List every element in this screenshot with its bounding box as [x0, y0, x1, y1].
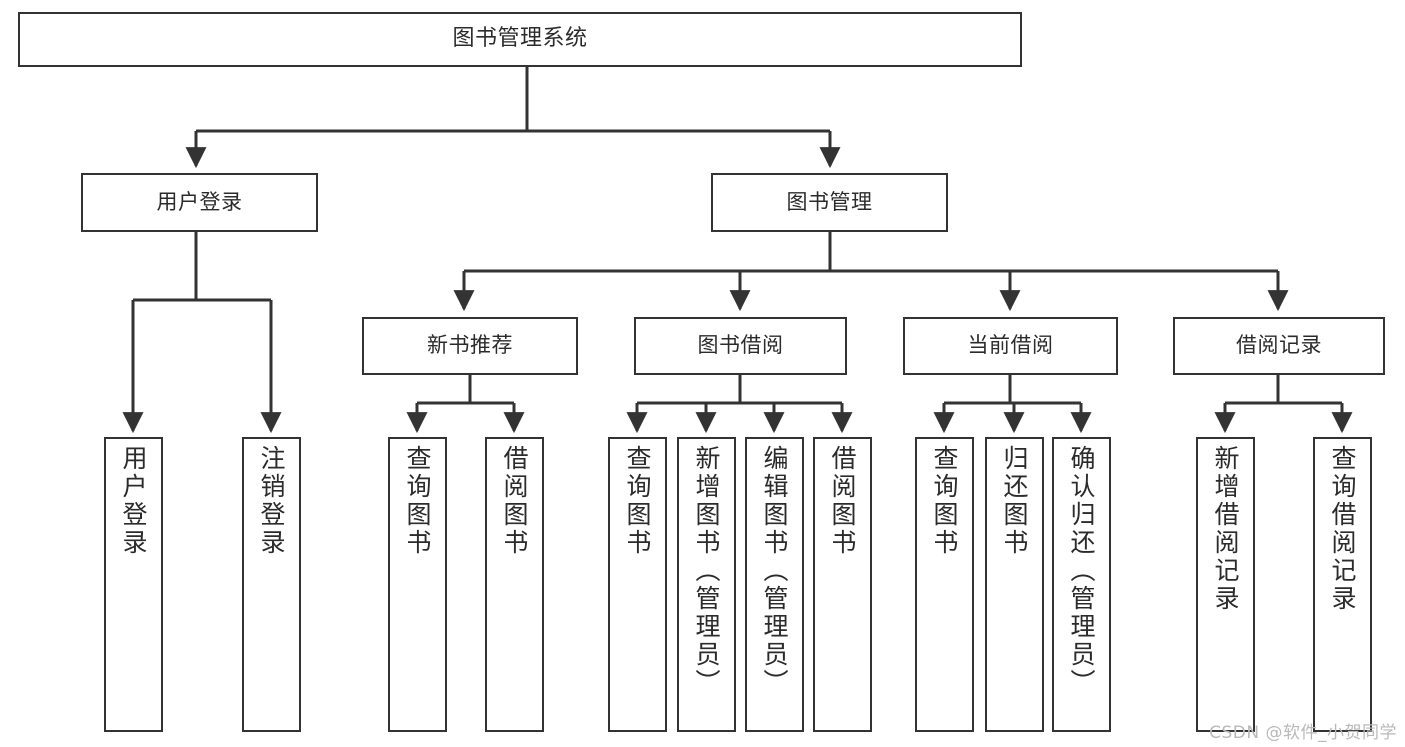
node-leaf-return-books[interactable]: 归还图书 — [985, 437, 1044, 732]
node-leaf-borrow-books-new[interactable]: 借阅图书 — [485, 437, 544, 732]
node-label: 查询图书 — [623, 445, 652, 557]
node-label: 归还图书 — [1000, 445, 1029, 557]
node-leaf-confirm-return-admin[interactable]: 确认归还（管理员） — [1052, 437, 1111, 732]
node-label: 查询借阅记录 — [1328, 445, 1357, 613]
node-new-book-recommendation[interactable]: 新书推荐 — [362, 317, 578, 375]
node-label: 借阅记录 — [1236, 333, 1322, 358]
node-leaf-add-book-admin[interactable]: 新增图书（管理员） — [677, 437, 736, 732]
node-label: 注销登录 — [257, 445, 286, 557]
node-leaf-borrow-books[interactable]: 借阅图书 — [813, 437, 872, 732]
node-leaf-edit-book-admin[interactable]: 编辑图书（管理员） — [745, 437, 804, 732]
node-leaf-user-login[interactable]: 用户登录 — [104, 437, 163, 732]
node-leaf-query-books-borrow[interactable]: 查询图书 — [608, 437, 667, 732]
node-root-book-management-system[interactable]: 图书管理系统 — [18, 12, 1022, 67]
node-label: 用户登录 — [119, 445, 148, 557]
node-label: 借阅图书 — [500, 445, 529, 557]
node-leaf-query-borrow-record[interactable]: 查询借阅记录 — [1313, 437, 1372, 732]
node-label: 图书管理 — [786, 189, 873, 214]
node-label: 编辑图书（管理员） — [760, 445, 789, 697]
node-leaf-add-borrow-record[interactable]: 新增借阅记录 — [1196, 437, 1255, 732]
node-label: 新书推荐 — [427, 333, 513, 358]
node-leaf-query-books-current[interactable]: 查询图书 — [915, 437, 974, 732]
node-label: 确认归还（管理员） — [1067, 445, 1096, 697]
node-borrowing-records[interactable]: 借阅记录 — [1173, 317, 1385, 375]
node-label: 借阅图书 — [828, 445, 857, 557]
node-current-borrowing[interactable]: 当前借阅 — [903, 317, 1118, 375]
node-label: 图书借阅 — [697, 333, 784, 358]
node-label: 查询图书 — [930, 445, 959, 557]
csdn-watermark: CSDN @软件_小贺同学 — [1209, 723, 1397, 743]
node-label: 用户登录 — [156, 189, 243, 214]
node-leaf-query-books-new[interactable]: 查询图书 — [388, 437, 447, 732]
node-label: 当前借阅 — [967, 333, 1054, 358]
node-leaf-logout[interactable]: 注销登录 — [242, 437, 301, 732]
node-book-management[interactable]: 图书管理 — [711, 173, 948, 232]
node-label: 新增图书（管理员） — [692, 445, 721, 697]
node-user-login[interactable]: 用户登录 — [81, 173, 318, 232]
node-label: 新增借阅记录 — [1211, 445, 1240, 613]
node-book-borrowing[interactable]: 图书借阅 — [634, 317, 847, 375]
node-label: 图书管理系统 — [452, 26, 588, 52]
node-label: 查询图书 — [403, 445, 432, 557]
